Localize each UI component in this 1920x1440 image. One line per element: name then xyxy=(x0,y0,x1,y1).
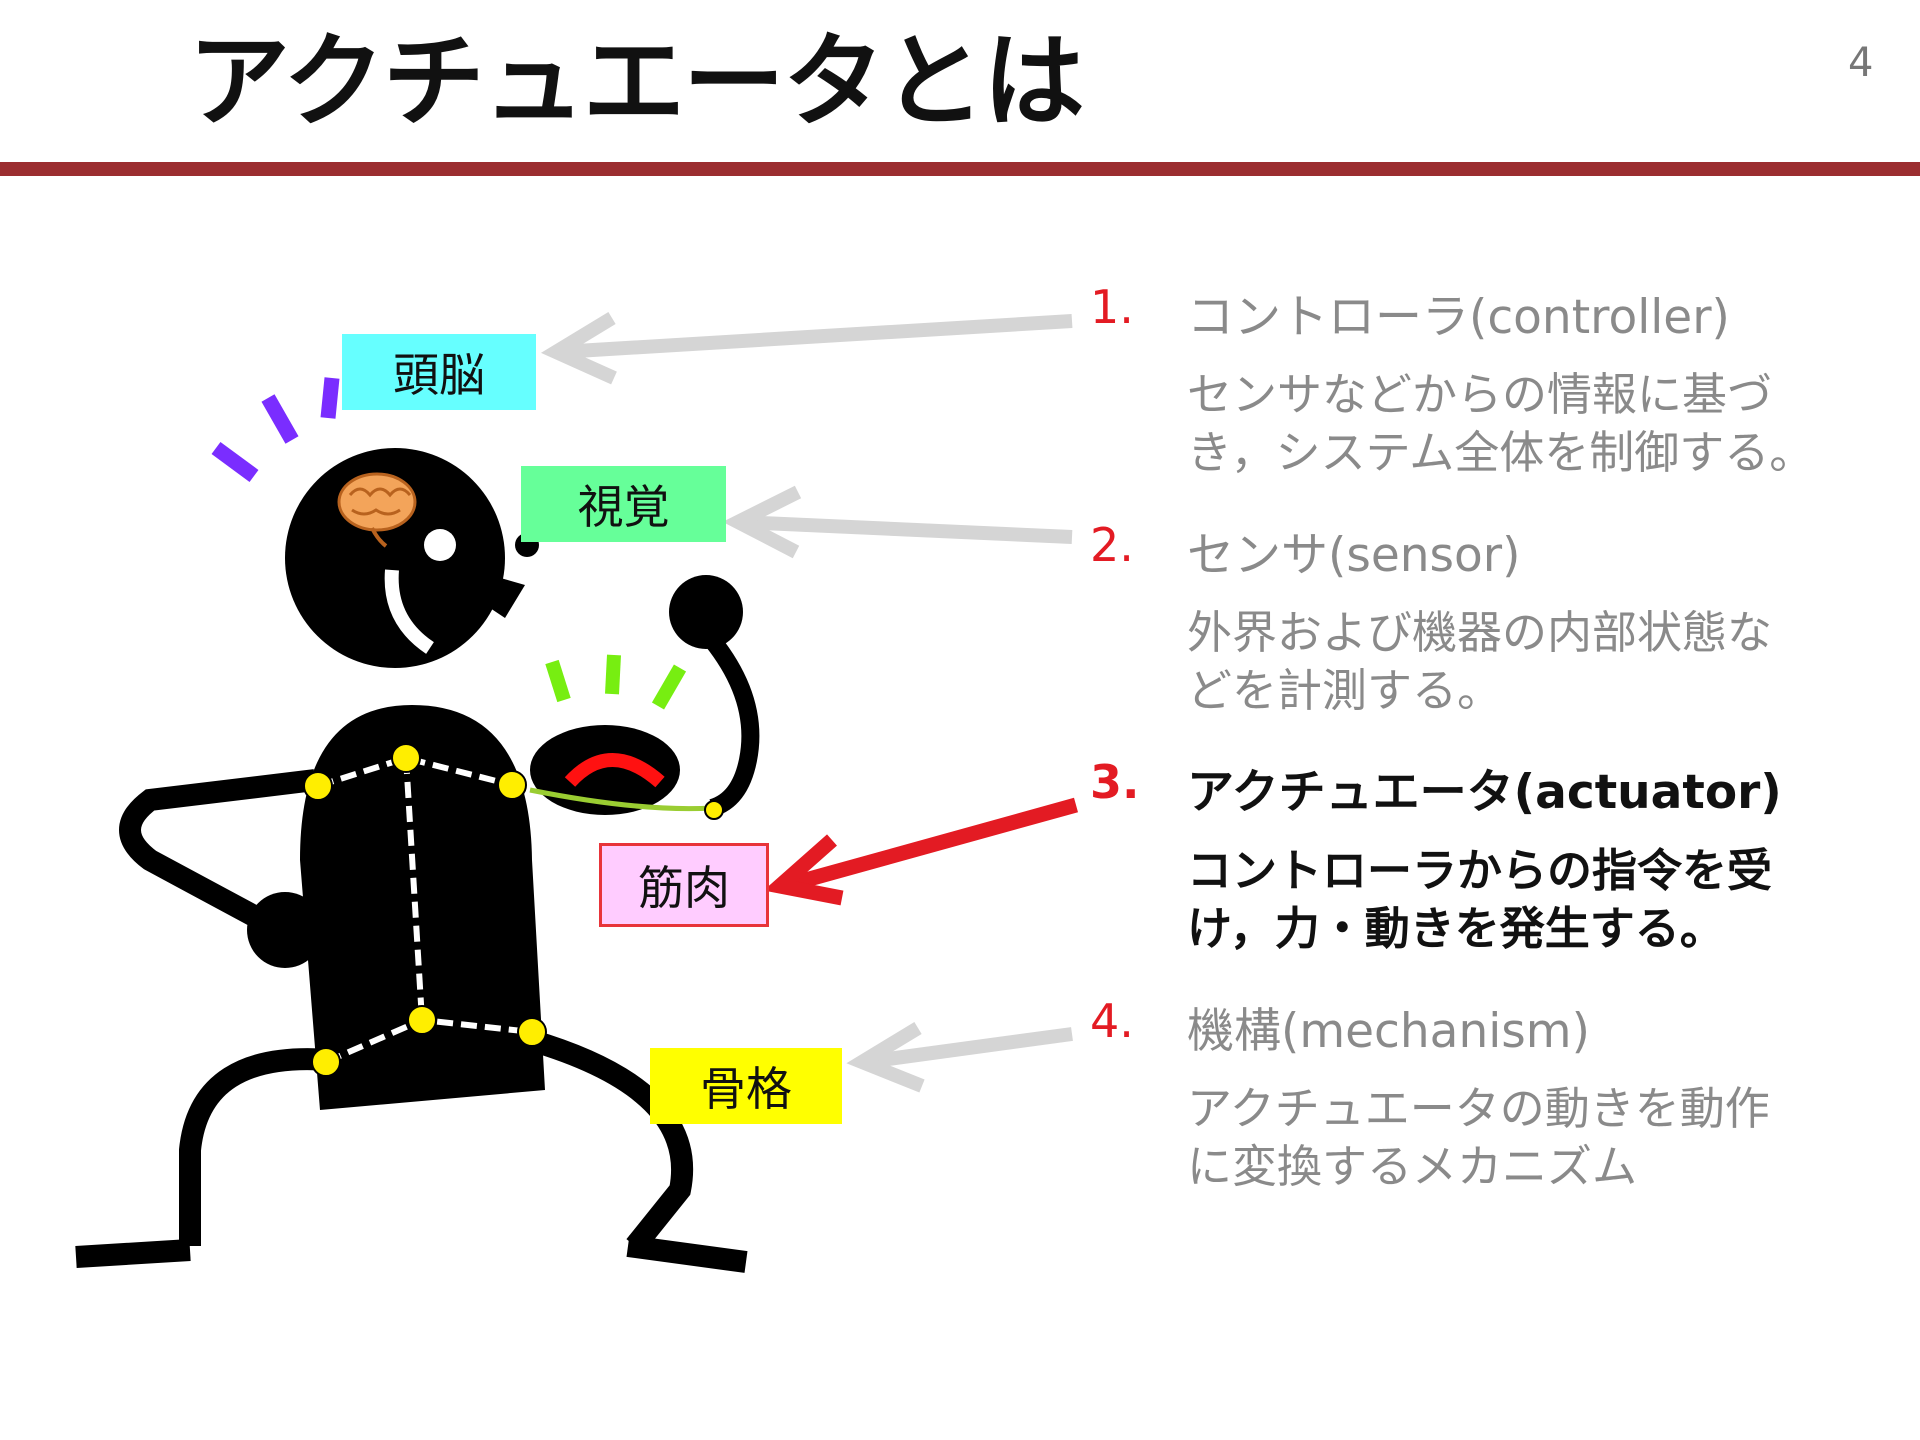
item-heading: センサ(sensor) xyxy=(1187,528,1521,583)
item-number: 4. xyxy=(1090,994,1134,1048)
joints xyxy=(303,743,547,1077)
label-skeleton: 骨格 xyxy=(650,1048,842,1124)
item-number: 2. xyxy=(1090,518,1134,572)
label-vision: 視覚 xyxy=(521,466,726,542)
arrow-controller xyxy=(540,312,1073,385)
label-muscle: 筋肉 xyxy=(599,843,769,927)
robot-head xyxy=(285,448,539,668)
title-divider xyxy=(0,162,1920,176)
thought-dashes xyxy=(211,377,340,483)
item-heading: アクチュエータ(actuator) xyxy=(1187,765,1782,820)
arrow-actuator xyxy=(763,797,1079,906)
page-number: 4 xyxy=(1848,40,1874,86)
item-description: コントローラからの指令を受 け，力・動きを発生する。 xyxy=(1187,844,1773,955)
item-description: アクチュエータの動きを動作 に変換するメカニズム xyxy=(1187,1082,1770,1193)
item-heading: コントローラ(controller) xyxy=(1187,290,1730,345)
item-number: 3. xyxy=(1090,755,1140,809)
flex-dashes xyxy=(545,654,687,710)
arrow-mechanism xyxy=(846,1022,1073,1093)
robot-arm-raised xyxy=(529,575,760,820)
arrow-sensor xyxy=(722,485,1073,559)
item-heading: 機構(mechanism) xyxy=(1187,1004,1590,1059)
item-number: 1. xyxy=(1090,280,1134,334)
item-description: センサなどからの情報に基づ き，システム全体を制御する。 xyxy=(1187,368,1815,479)
label-brain: 頭脳 xyxy=(342,334,536,410)
slide-title: アクチュエータとは xyxy=(188,23,1085,142)
robot-arm-left xyxy=(119,769,323,968)
robot-body xyxy=(300,705,545,1110)
brain-icon xyxy=(337,472,417,548)
item-description: 外界および機器の内部状態な どを計測する。 xyxy=(1187,606,1773,717)
